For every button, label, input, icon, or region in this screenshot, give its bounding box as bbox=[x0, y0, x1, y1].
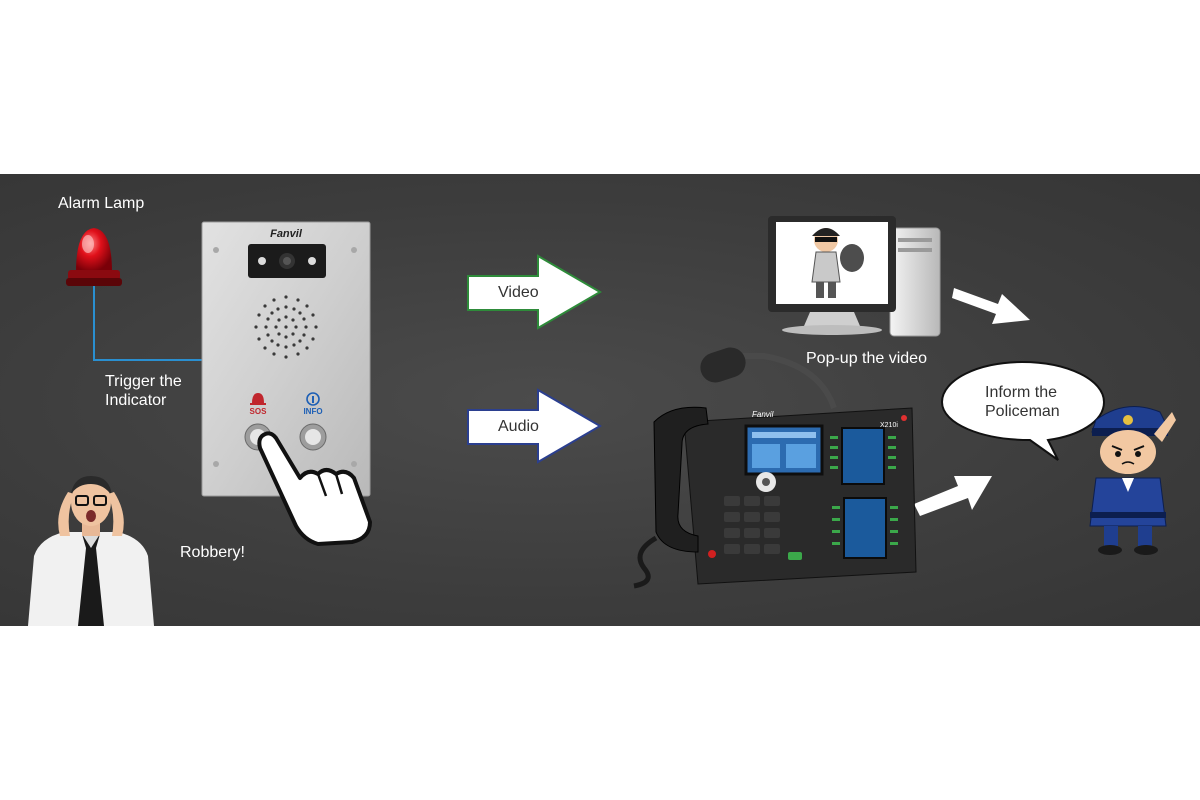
popup-video-label: Pop-up the video bbox=[806, 350, 927, 367]
video-arrow-label: Video bbox=[498, 284, 539, 301]
info-label: INFO bbox=[303, 407, 323, 416]
monitor-video-popup bbox=[768, 216, 941, 337]
trigger-label-line2: Indicator bbox=[105, 392, 167, 409]
trigger-label-line1: Trigger the bbox=[105, 373, 182, 390]
sos-label: SOS bbox=[249, 407, 267, 416]
audio-arrow bbox=[467, 388, 602, 464]
phone-brand: Fanvil bbox=[752, 410, 774, 419]
arrow-monitor-to-police bbox=[952, 288, 1030, 324]
policeman-icon bbox=[1089, 406, 1176, 555]
ip-phone-device bbox=[633, 347, 917, 589]
pressing-hand-icon bbox=[257, 431, 372, 546]
inform-label-line2: Policeman bbox=[985, 403, 1060, 420]
scared-man-icon bbox=[28, 476, 154, 626]
arrow-phone-to-police bbox=[914, 476, 992, 516]
speech-bubble bbox=[940, 360, 1106, 461]
trigger-wire bbox=[93, 286, 204, 361]
video-arrow bbox=[467, 254, 602, 330]
sos-intercom-panel bbox=[201, 221, 371, 497]
diagram-background: Alarm Lamp Trigger the Indicator bbox=[0, 174, 1200, 626]
robbery-label: Robbery! bbox=[180, 544, 245, 561]
phone-model: X210i bbox=[880, 422, 898, 429]
inform-label-line1: Inform the bbox=[985, 384, 1058, 401]
audio-arrow-label: Audio bbox=[498, 418, 539, 435]
alarm-lamp-label: Alarm Lamp bbox=[58, 195, 145, 212]
alarm-lamp-icon bbox=[66, 228, 122, 286]
intercom-brand: Fanvil bbox=[270, 228, 302, 240]
